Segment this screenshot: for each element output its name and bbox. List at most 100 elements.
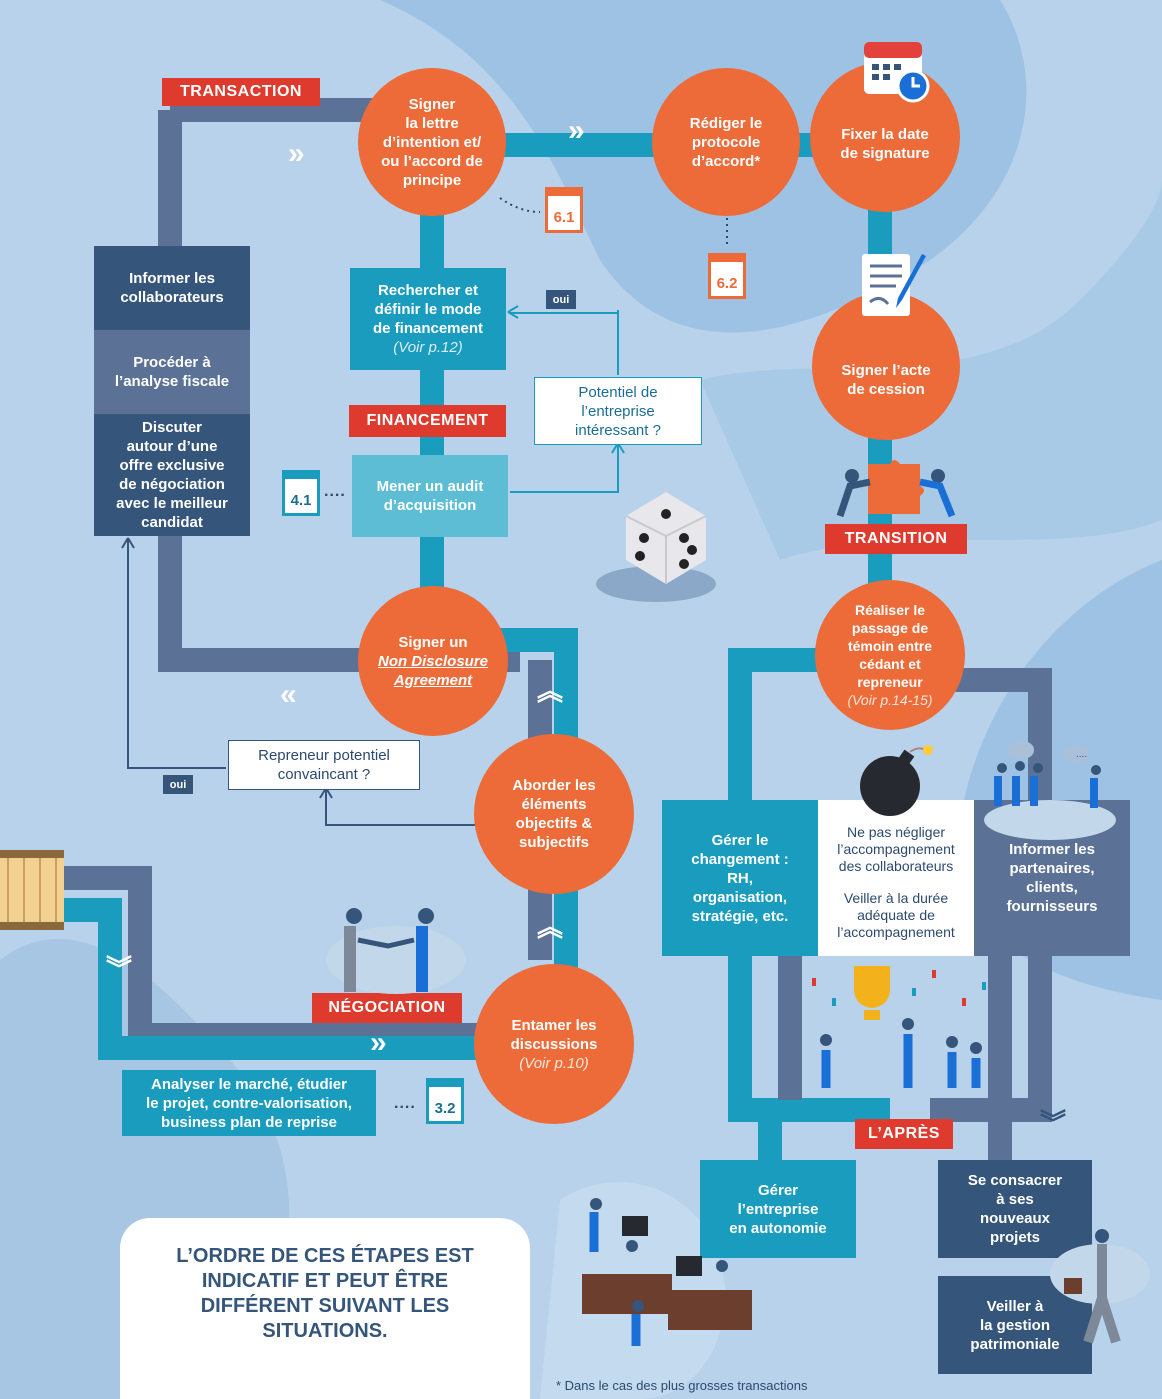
step-text: subjectifs [518, 834, 590, 851]
step-financement: Rechercher et définir le mode de finance… [350, 268, 506, 370]
speech-bubble-dots: .... [1076, 749, 1087, 760]
step-text: en autonomie [729, 1219, 827, 1237]
step-text: business plan de reprise [161, 1113, 337, 1131]
order-disclaimer: L’ORDRE DE CES ÉTAPES EST INDICATIF ET P… [120, 1218, 530, 1399]
chevron-right-icon: » [370, 1026, 387, 1059]
chevron-up-icon: ︽ [537, 912, 564, 942]
step-text: organisation, [692, 888, 788, 906]
step-text: principe [402, 171, 462, 189]
calendar-icon [864, 42, 930, 103]
chevron-down-icon: ︾ [106, 954, 133, 984]
step-text: Fixer la date [841, 126, 929, 143]
step-informer-collaborateurs: Informer les collaborateurs [94, 246, 250, 330]
step-text: Mener un audit [376, 478, 484, 495]
chevron-left-icon: « [280, 678, 297, 711]
step-text: de signature [840, 145, 930, 162]
step-signer-nda: Signer un Non Disclosure Agreement [358, 586, 508, 736]
step-text: Gérer [757, 1181, 799, 1199]
step-text: partenaires, [1009, 860, 1095, 877]
step-text: témoin entre [847, 638, 932, 654]
step-text: collaborateurs [120, 289, 224, 306]
step-text: Réaliser le [854, 602, 926, 618]
step-analyse-fiscale: Procéder à l’analyse fiscale [94, 330, 250, 414]
step-discuter-offre: Discuter autour d’une offre exclusive de… [94, 414, 250, 536]
step-text: de cession [847, 381, 925, 398]
note-text: Veiller à la durée [843, 890, 949, 906]
note-text: des collaborateurs [838, 858, 954, 874]
doc-ref-4-1[interactable]: 4.1 [282, 470, 320, 516]
step-text: Discuter [141, 419, 203, 436]
note-text: l’accompagnement [837, 924, 955, 940]
step-text: la lettre [405, 114, 459, 132]
step-text: fournisseurs [1006, 898, 1098, 915]
decision-text: intéressant ? [575, 421, 661, 439]
step-text: Signer [408, 95, 456, 113]
step-analyser-marche: Analyser le marché, étudier le projet, c… [122, 1070, 376, 1136]
note-accompagnement: Ne pas négliger l’accompagnement des col… [818, 800, 974, 956]
step-text: Procéder à [133, 354, 211, 371]
chevron-down-icon: ︾ [1040, 1108, 1067, 1138]
step-text: de négociation [119, 476, 225, 493]
step-text: Gérer le [711, 831, 769, 849]
step-signer-lettre: Signer la lettre d’intention et/ ou l’ac… [358, 68, 506, 216]
step-text: RH, [727, 869, 753, 887]
dotted-connector: .... [394, 1095, 416, 1112]
page-reference: (Voir p.10) [519, 1054, 589, 1072]
puzzle-handshake-illustration [836, 460, 956, 518]
step-text: éléments [521, 796, 587, 813]
chevron-down-icon: ︾ [730, 1108, 757, 1138]
decision-potentiel: Potentiel de l’entreprise intéressant ? [534, 377, 702, 445]
decision-text: Potentiel de [578, 383, 658, 401]
step-text: Rechercher et [377, 282, 479, 299]
step-text: projets [989, 1229, 1040, 1246]
nda-link[interactable]: Non Disclosure [377, 652, 489, 670]
step-text: Signer un [398, 633, 468, 651]
step-text: discussions [510, 1035, 598, 1053]
step-text: définir le mode [374, 301, 482, 318]
walking-man-illustration [1050, 1229, 1150, 1344]
step-text: d’acquisition [383, 497, 477, 514]
page-reference: (Voir p.14-15) [847, 692, 933, 708]
stage-label-apres: L’APRÈS [855, 1119, 953, 1149]
step-text: Analyser le marché, étudier [151, 1075, 347, 1093]
footnote: * Dans le cas des plus grosses transacti… [556, 1378, 808, 1393]
step-entamer-discussions: Entamer les discussions (Voir p.10) [474, 964, 634, 1124]
doc-ref-3-2[interactable]: 3.2 [426, 1078, 464, 1124]
step-text: Entamer les [511, 1016, 597, 1034]
answer-oui: oui [546, 290, 576, 309]
step-audit-acquisition: Mener un audit d’acquisition [352, 455, 508, 537]
doc-ref-6-1[interactable]: 6.1 [545, 187, 583, 233]
note-text: Ne pas négliger [846, 824, 946, 840]
celebration-trophy-illustration [812, 966, 986, 1088]
step-rediger-protocole: Rédiger le protocole d’accord* [652, 68, 800, 216]
note-text: adéquate de [857, 907, 935, 923]
step-gerer-autonomie: Gérer l’entreprise en autonomie [700, 1160, 856, 1258]
step-text: à ses [996, 1191, 1034, 1208]
decision-text: Repreneur potentiel [258, 747, 390, 764]
bomb-icon [860, 745, 933, 816]
step-nouveaux-projets: Se consacrer à ses nouveaux projets [938, 1160, 1092, 1258]
step-text: le projet, contre-valorisation, [146, 1094, 352, 1112]
step-text: candidat [141, 514, 203, 531]
step-text: offre exclusive [119, 457, 225, 474]
step-text: changement : [691, 850, 789, 868]
nda-link[interactable]: Agreement [393, 671, 473, 689]
dice-illustration [596, 492, 716, 602]
step-text: objectifs & [515, 815, 593, 832]
step-text: l’entreprise [737, 1200, 819, 1218]
step-text: nouveaux [979, 1210, 1051, 1227]
chevron-up-icon: ︽ [537, 676, 564, 706]
step-text: d’accord* [691, 152, 761, 170]
step-aborder-elements: Aborder les éléments objectifs & subject… [474, 734, 634, 894]
stage-label-transaction: TRANSACTION [162, 78, 320, 106]
step-text: Informer les [129, 270, 215, 287]
step-text: Informer les [1009, 841, 1095, 858]
decision-text: l’entreprise [581, 402, 655, 420]
step-text: ou l’accord de [381, 152, 483, 170]
doc-ref-6-2[interactable]: 6.2 [708, 253, 746, 299]
step-passage-temoin: Réaliser le passage de témoin entre céda… [815, 580, 965, 730]
page-reference: (Voir p.12) [393, 339, 463, 356]
stage-label-negociation: NÉGOCIATION [312, 993, 462, 1023]
step-gerer-changement: Gérer le changement : RH, organisation, … [662, 800, 818, 956]
